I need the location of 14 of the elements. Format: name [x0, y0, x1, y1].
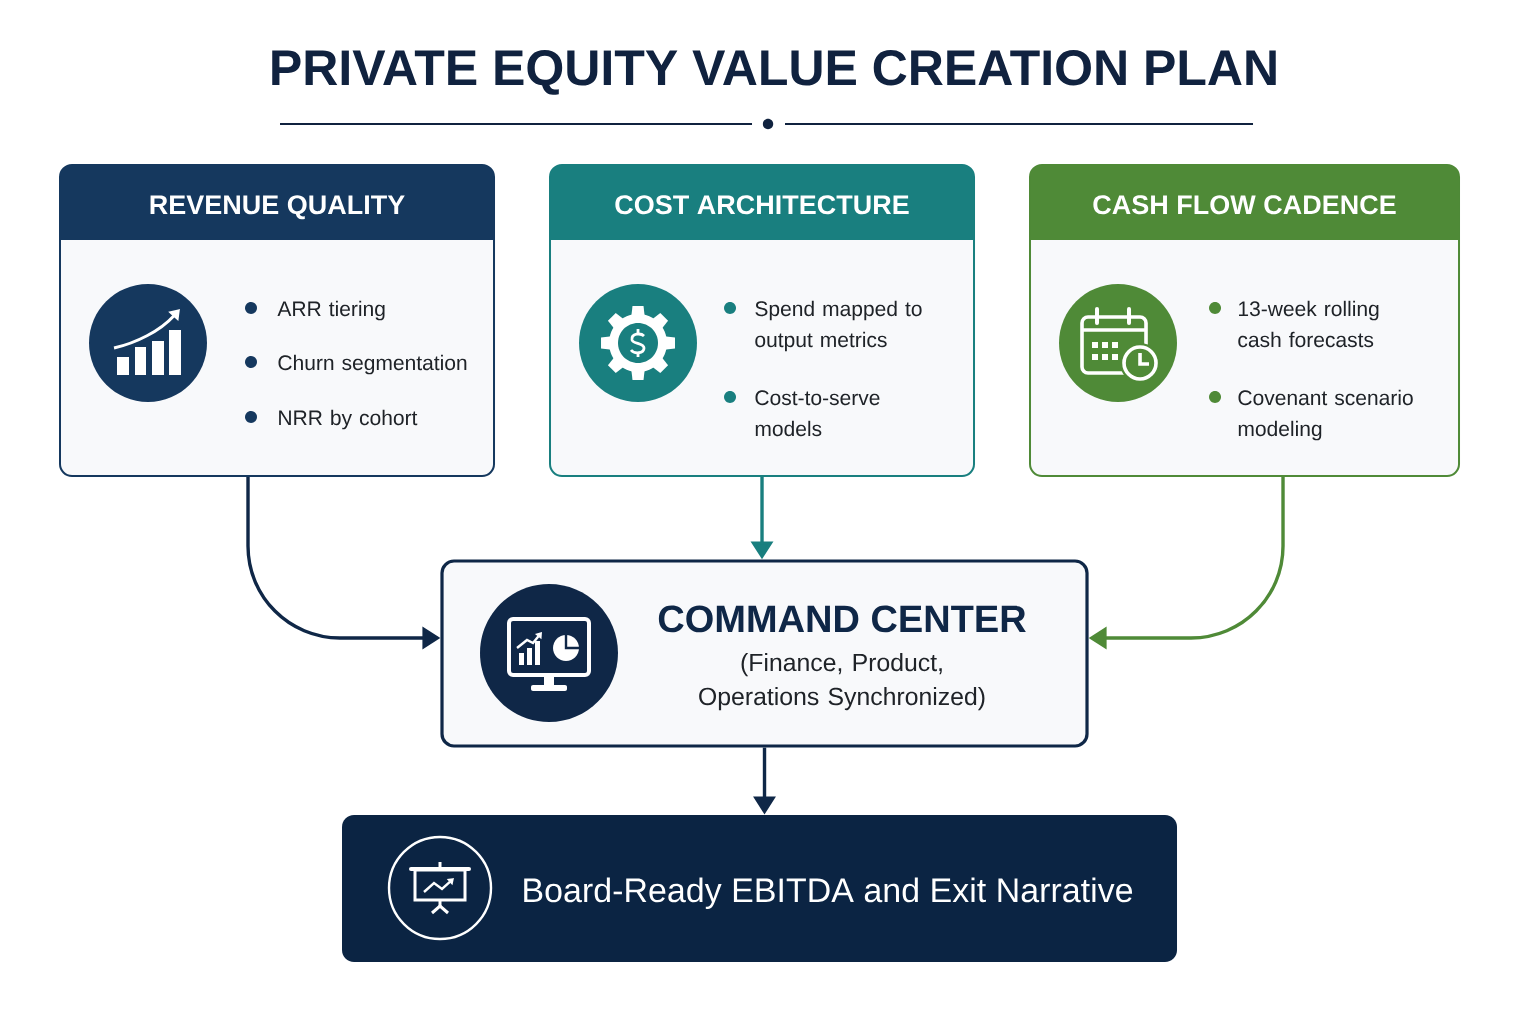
box-title: COMMAND CENTER [658, 605, 1026, 633]
title: PRIVATE EQUITY VALUE CREATION PLAN [272, 50, 1276, 95]
bullet-text: Covenant scenario modeling [1238, 389, 1413, 441]
bullet-text: NRR by cohort [279, 409, 418, 430]
bullet-text: Spend mapped to output metrics [755, 300, 922, 352]
card-header: COST ARCHITECTURE [550, 165, 974, 240]
bullet-text: ARR tiering [277, 300, 385, 321]
card-header: CASH FLOW CADENCE [1030, 165, 1459, 240]
bullet-text: 13-week rolling cash forecasts [1238, 300, 1379, 348]
banner: Board-Ready EBITDA and Exit Narrative [342, 815, 1177, 962]
bullet-text: Cost-to-serve models [755, 390, 880, 437]
box-subtitle: (Finance, Product, Operations Synchronized) [699, 653, 985, 711]
bullet-text: Churn segmentation [278, 354, 467, 375]
card-header: REVENUE QUALITY [60, 165, 494, 240]
